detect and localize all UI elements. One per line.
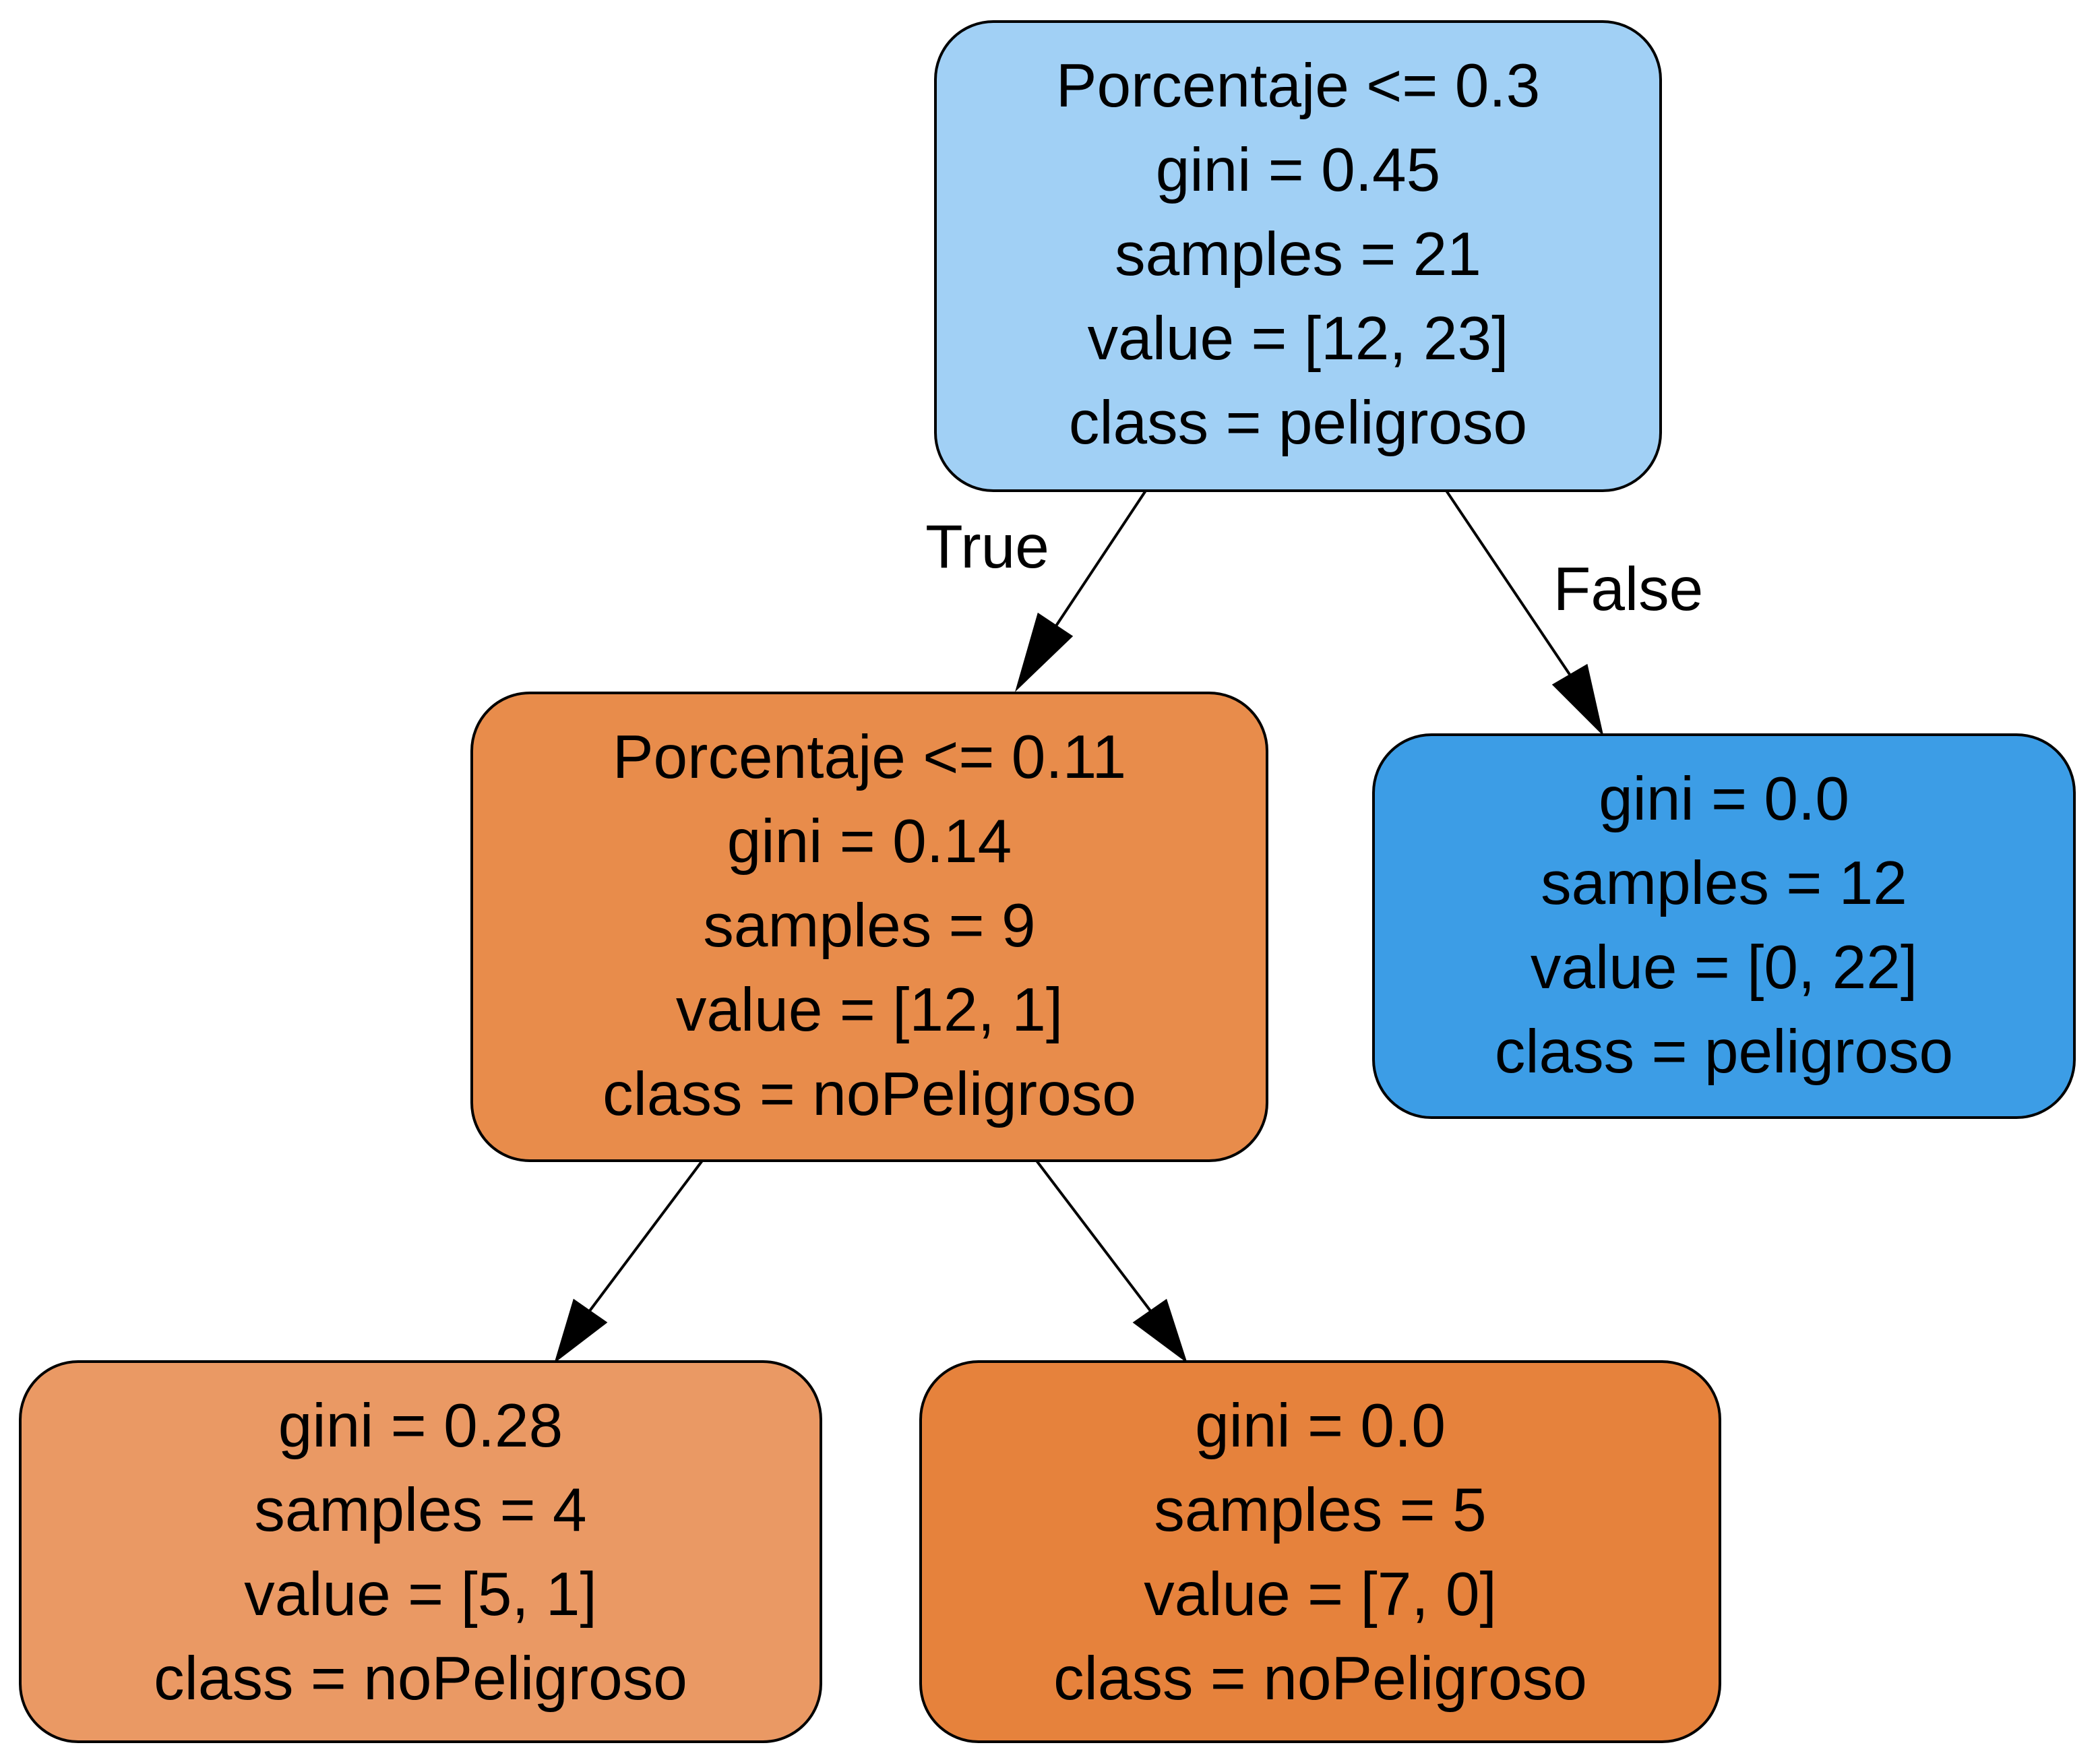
node-box-root: [934, 20, 1662, 492]
tree-node-left: Porcentaje <= 0.11 gini = 0.14 samples =…: [470, 692, 1268, 1162]
node-line: class = peligroso: [1495, 1018, 1953, 1086]
node-line: value = [0, 22]: [1531, 934, 1917, 1002]
edge-label-true: True: [925, 513, 1049, 581]
node-line: gini = 0.14: [727, 808, 1012, 876]
node-line: samples = 9: [703, 892, 1035, 960]
tree-node-right: gini = 0.0 samples = 12 value = [0, 22] …: [1372, 733, 2076, 1119]
node-box-right: [1372, 733, 2076, 1119]
node-box-left-left: [19, 1360, 822, 1743]
node-line: Porcentaje <= 0.3: [1056, 52, 1540, 120]
edges: True False: [554, 489, 1704, 1364]
node-box-left: [470, 692, 1268, 1162]
edge-label-false: False: [1553, 555, 1704, 624]
edge-left-to-left-left: [554, 1159, 704, 1364]
node-line: class = noPeligroso: [154, 1645, 687, 1713]
node-line: Porcentaje <= 0.11: [613, 723, 1126, 791]
edge-root-to-left: [1015, 489, 1147, 692]
node-line: samples = 5: [1154, 1476, 1486, 1544]
tree-node-left-left: gini = 0.28 samples = 4 value = [5, 1] c…: [19, 1360, 822, 1743]
node-line: class = noPeligroso: [603, 1060, 1136, 1128]
node-line: class = peligroso: [1069, 389, 1527, 457]
tree-node-left-right: gini = 0.0 samples = 5 value = [7, 0] cl…: [919, 1360, 1721, 1743]
node-line: samples = 21: [1115, 220, 1481, 288]
tree-node-root: Porcentaje <= 0.3 gini = 0.45 samples = …: [934, 20, 1662, 492]
node-line: samples = 12: [1541, 849, 1907, 917]
edge-left-to-left-right: [1035, 1159, 1187, 1364]
node-line: gini = 0.45: [1156, 136, 1440, 204]
node-box-left-right: [919, 1360, 1721, 1743]
edge-root-to-right: [1445, 489, 1604, 737]
node-line: value = [5, 1]: [244, 1560, 597, 1629]
node-line: gini = 0.28: [278, 1392, 563, 1460]
node-line: gini = 0.0: [1599, 765, 1849, 833]
node-line: value = [12, 1]: [676, 976, 1063, 1044]
node-line: value = [7, 0]: [1144, 1560, 1497, 1629]
node-line: samples = 4: [254, 1476, 586, 1544]
node-line: class = noPeligroso: [1053, 1645, 1587, 1713]
node-line: gini = 0.0: [1195, 1392, 1446, 1460]
node-line: value = [12, 23]: [1088, 305, 1509, 373]
